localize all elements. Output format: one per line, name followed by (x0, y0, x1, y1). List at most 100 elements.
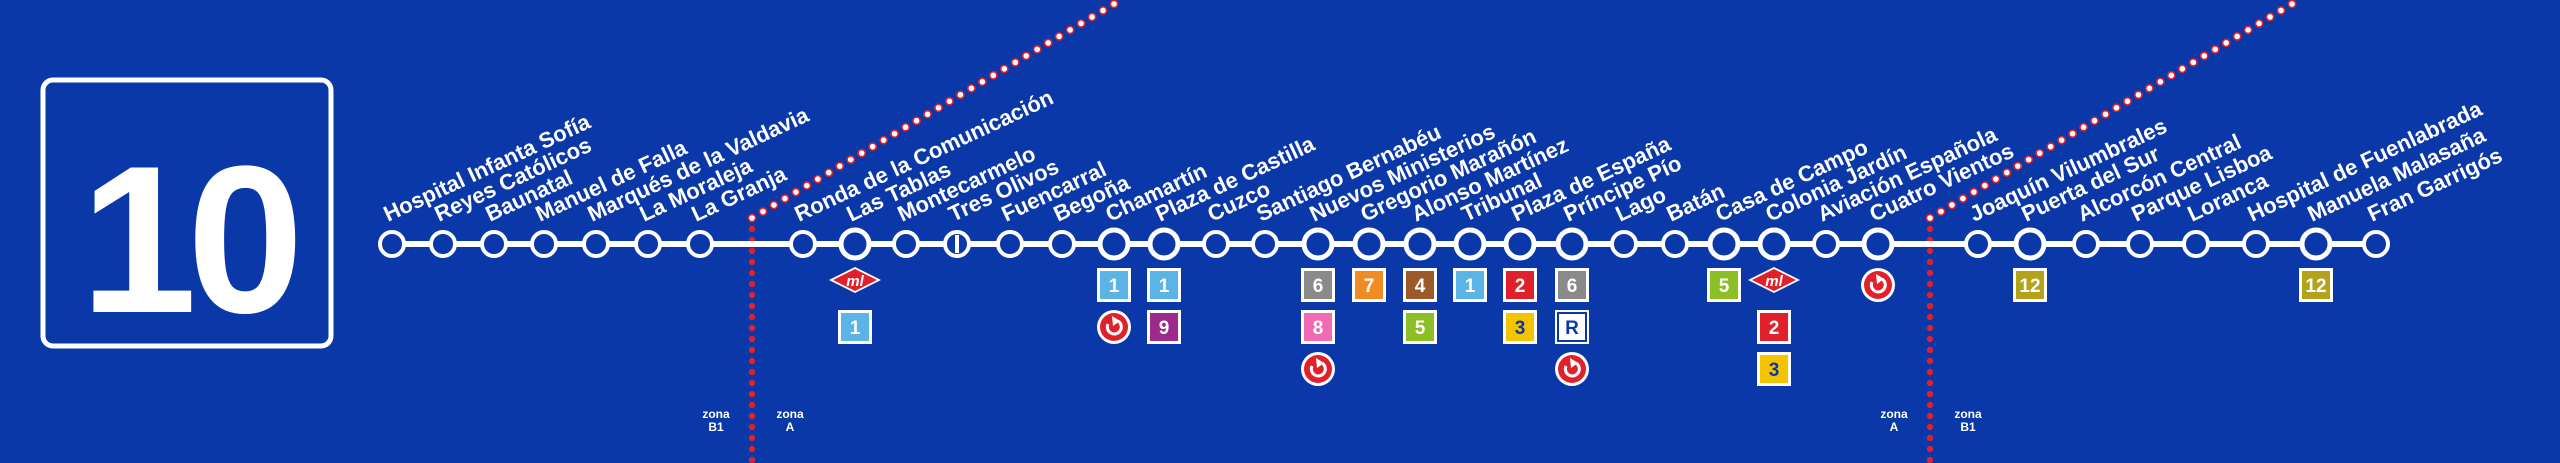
zone-dot (890, 129, 900, 139)
zone-dot (966, 83, 976, 93)
transfer-badge-4: 4 (1403, 268, 1437, 302)
station-alcorcon-central[interactable] (2072, 230, 2100, 258)
zone-dot (2035, 148, 2045, 158)
station-plaza-de-castilla[interactable] (1147, 227, 1181, 261)
zone-dot (2177, 64, 2187, 74)
zone-dot (1947, 200, 1957, 210)
station-plaza-de-espana[interactable] (1503, 227, 1537, 261)
station-fuencarral[interactable] (996, 230, 1024, 258)
zone-dot (945, 96, 954, 106)
zone-dot (2046, 142, 2056, 152)
svg-text:1: 1 (1159, 276, 1170, 297)
zone-dot (2123, 96, 2132, 106)
svg-text:1: 1 (1109, 276, 1120, 297)
zone-dot (2024, 155, 2034, 165)
transfer-badge-renfe (1555, 352, 1589, 386)
station-reyes-catolicos[interactable] (429, 230, 457, 258)
zone-dot (1926, 313, 1934, 321)
svg-text:6: 6 (1567, 276, 1578, 297)
zone-dot (1980, 181, 1990, 190)
zone-dot (2112, 103, 2121, 113)
transfer-badge-6: 6 (1301, 268, 1335, 302)
zone-dot (1926, 280, 1934, 288)
station-la-moraleja[interactable] (634, 230, 662, 258)
zone-dot (999, 64, 1009, 74)
zone-dot (2210, 44, 2220, 54)
zone-dot (1021, 51, 1031, 61)
station-chamartin[interactable] (1097, 227, 1131, 261)
station-gregorio-maranon[interactable] (1352, 227, 1386, 261)
station-colonia-jardin[interactable] (1757, 227, 1791, 261)
transfer-badge-renfe (1301, 352, 1335, 386)
zone-dot (748, 258, 756, 266)
station-parque-lisboa[interactable] (2126, 230, 2154, 258)
zone-dot (1958, 194, 1968, 203)
station-manuel-de-falla[interactable] (530, 230, 558, 258)
station-nuevos-ministerios[interactable] (1301, 227, 1335, 261)
station-cuzco[interactable] (1202, 230, 1230, 258)
svg-text:5: 5 (1415, 318, 1426, 339)
svg-text:12: 12 (2305, 276, 2326, 297)
zone-dot (1087, 12, 1097, 22)
station-fran-garrigos[interactable] (2362, 230, 2390, 258)
station-baunatal[interactable] (480, 230, 508, 258)
zone-dot (748, 390, 756, 398)
zone-dot (912, 116, 921, 126)
zone-dot (835, 161, 845, 171)
transfer-badge-12: 12 (2299, 268, 2333, 302)
station-aviacion-espanola[interactable] (1812, 230, 1840, 258)
transfer-badge-1: 1 (1453, 268, 1487, 302)
station-loranca[interactable] (2182, 230, 2210, 258)
station-manuela-malasana[interactable] (2299, 227, 2333, 261)
svg-text:R: R (1565, 318, 1579, 339)
zone-dot (2265, 12, 2275, 22)
station-casa-de-campo[interactable] (1707, 227, 1741, 261)
zone-dot (857, 148, 867, 158)
svg-text:7: 7 (1364, 276, 1375, 297)
zone-dot (1926, 456, 1934, 463)
zone-dot (791, 187, 801, 197)
zone-dot (2013, 161, 2023, 171)
transfer-badge-renfe (1097, 310, 1131, 344)
zone-dot (923, 109, 932, 119)
station-alonso-martinez[interactable] (1403, 227, 1437, 261)
station-montecarmelo[interactable] (892, 230, 920, 258)
station-ronda-de-la-comunicacion[interactable] (789, 230, 817, 258)
zone-dot (977, 77, 987, 87)
station-begona[interactable] (1048, 230, 1076, 258)
zone-dot (1926, 302, 1934, 310)
station-las-tablas[interactable] (838, 227, 872, 261)
station-la-granja[interactable] (686, 230, 714, 258)
zone-dot (868, 142, 878, 152)
zone-dot (2243, 25, 2253, 35)
zone-dot (2232, 32, 2242, 41)
svg-text:8: 8 (1313, 318, 1324, 339)
station-puerta-del-sur[interactable] (2013, 227, 2047, 261)
station-marques-de-la-valdavia[interactable] (582, 230, 610, 258)
zone-dot (1926, 390, 1934, 398)
station-tribunal[interactable] (1453, 227, 1487, 261)
zone-dot (748, 302, 756, 310)
station-principe-pio[interactable] (1555, 227, 1589, 261)
station-joaquin-vilumbrales[interactable] (1964, 230, 1992, 258)
svg-text:2: 2 (1769, 318, 1780, 339)
zone-dot (2155, 77, 2165, 87)
zone-dot (1926, 401, 1934, 409)
zone-dot (748, 401, 756, 409)
station-batan[interactable] (1661, 230, 1689, 258)
station-santiago-bernabeu[interactable] (1251, 230, 1279, 258)
station-cuatro-vientos[interactable] (1861, 227, 1895, 261)
station-hospital-infanta-sofia[interactable] (378, 230, 406, 258)
transfer-badge-9: 9 (1147, 310, 1181, 344)
zone-dot (2101, 109, 2110, 119)
station-lago[interactable] (1610, 230, 1638, 258)
station-hospital-de-fuenlabrada[interactable] (2242, 230, 2270, 258)
zone-dot (1926, 412, 1934, 420)
svg-text:1: 1 (850, 318, 861, 339)
zone-dot (1926, 291, 1934, 299)
zone-dot (748, 291, 756, 299)
transfer-badge-ml: ml (829, 267, 881, 293)
zone-dot (1926, 324, 1934, 332)
